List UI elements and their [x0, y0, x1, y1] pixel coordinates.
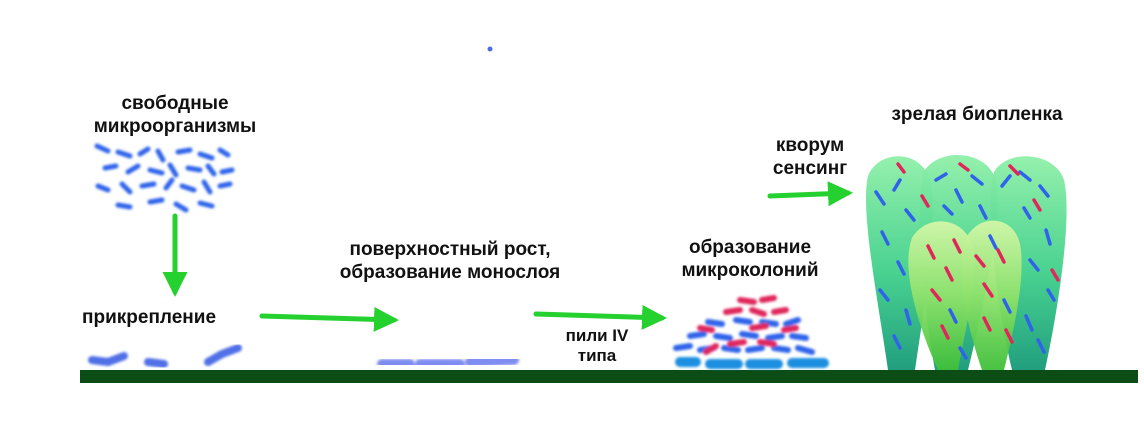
- process-arrows: [162, 181, 853, 332]
- label-surface-growth: поверхностный рост, образование монослоя: [300, 238, 600, 284]
- label-free-line2: микроорганизмы: [93, 116, 257, 137]
- label-quorum-line1: кворум: [775, 135, 845, 156]
- substrate-surface: [80, 370, 1138, 383]
- microcolony: [673, 295, 829, 369]
- mature-biofilm: [866, 155, 1067, 370]
- label-type-iv-pili: пили IV типа: [552, 326, 642, 366]
- biofilm-tower-front-left: [908, 221, 975, 370]
- label-surface-line1: поверхностный рост,: [349, 239, 551, 260]
- label-free-microorganisms: свободные микроорганизмы: [80, 92, 270, 138]
- attached-bacteria: [88, 344, 242, 368]
- stray-dot: [487, 46, 493, 52]
- label-free-line1: свободные: [121, 93, 229, 114]
- arrow-to-mature-biofilm: [767, 181, 853, 207]
- arrow-to-microcolony: [533, 304, 667, 330]
- label-quorum-line2: сенсинг: [772, 158, 848, 179]
- label-quorum-sensing: кворум сенсинг: [750, 134, 870, 180]
- label-attachment: прикрепление: [82, 306, 252, 329]
- label-microcolonies: образование микроколоний: [645, 236, 855, 282]
- label-attachment-text: прикрепление: [82, 307, 217, 328]
- monolayer-bacteria: [377, 355, 519, 369]
- label-surface-line2: образование монослоя: [339, 262, 561, 283]
- arrow-to-monolayer: [259, 306, 399, 332]
- label-pili-line1: пили IV: [565, 326, 629, 345]
- label-pili-line2: типа: [577, 346, 617, 365]
- label-mature-biofilm: зрелая биопленка: [862, 103, 1092, 126]
- free-bacteria-cluster: [94, 143, 235, 213]
- label-microcolonies-line1: образование: [688, 237, 812, 258]
- label-microcolonies-line2: микроколоний: [681, 260, 819, 281]
- label-mature-text: зрелая биопленка: [891, 104, 1063, 125]
